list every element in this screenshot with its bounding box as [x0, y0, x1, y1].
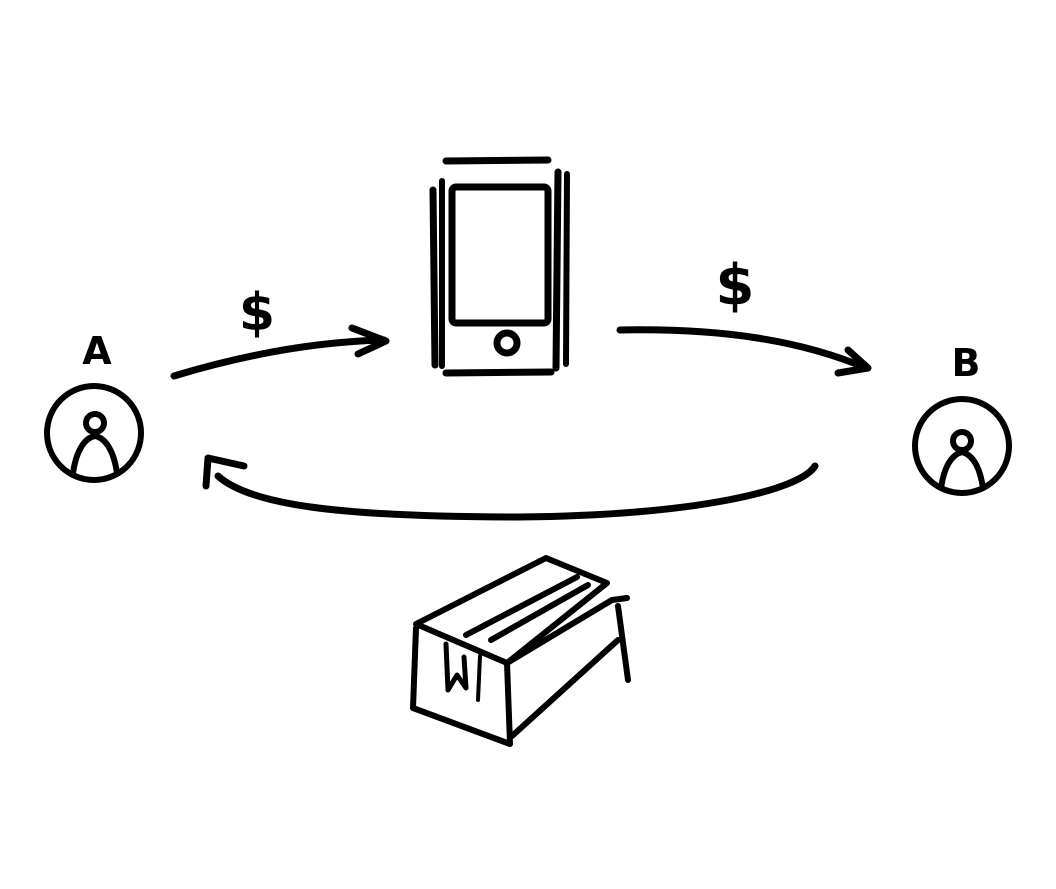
payment-arrow-phone-to-b: $	[616, 253, 872, 377]
user-icon	[44, 383, 144, 483]
user-b-label: B	[952, 341, 981, 385]
user-a-label: A	[82, 329, 112, 373]
user-icon	[912, 396, 1012, 496]
delivery-arrow-b-to-a	[202, 454, 819, 521]
dollar-label: $	[239, 283, 275, 343]
package-box-icon	[410, 555, 631, 747]
user-a-node: A	[44, 329, 144, 483]
dollar-label: $	[716, 253, 755, 318]
user-b-node: B	[912, 341, 1012, 496]
payment-arrow-a-to-phone: $	[170, 283, 390, 380]
smartphone-icon	[429, 156, 570, 377]
